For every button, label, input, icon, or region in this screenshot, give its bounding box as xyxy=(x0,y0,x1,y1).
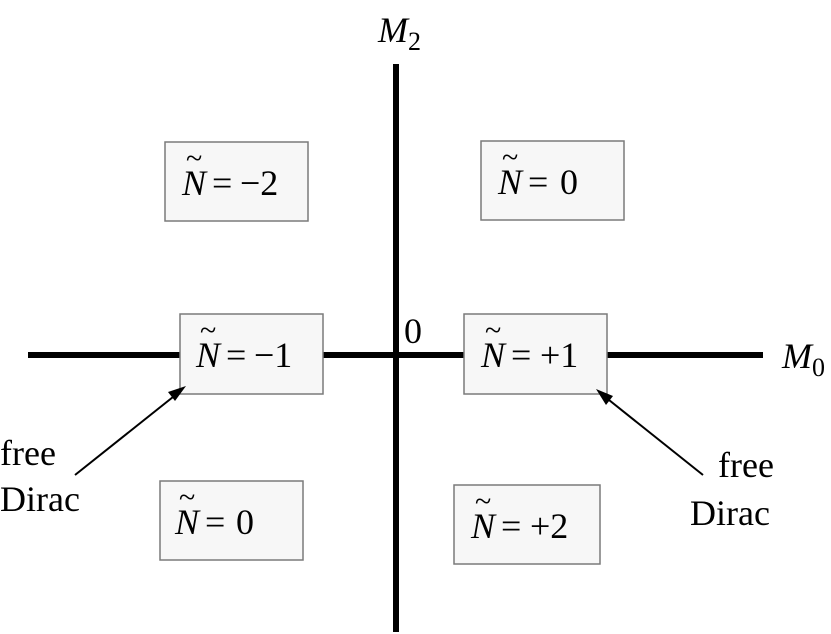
svg-text:N: N xyxy=(195,335,222,375)
svg-text:Dirac: Dirac xyxy=(690,493,770,533)
svg-text:=: = xyxy=(528,162,548,202)
arrow-left-free-dirac xyxy=(74,392,179,476)
region-label-upper-right: ~ N = 0 xyxy=(497,141,578,202)
region-box-upper-right xyxy=(480,140,625,221)
region-label-right-axis: ~ N = +1 xyxy=(480,314,578,375)
region-label-lower-left: ~ N = 0 xyxy=(174,481,254,542)
svg-text:N: N xyxy=(480,335,507,375)
region-box-lower-right xyxy=(453,484,601,565)
arrowhead-right-free-dirac xyxy=(596,389,613,405)
svg-text:=: = xyxy=(212,163,232,203)
svg-text:=: = xyxy=(205,502,225,542)
svg-text:=: = xyxy=(501,506,521,546)
svg-text:+1: +1 xyxy=(540,335,578,375)
svg-text:Dirac: Dirac xyxy=(0,479,80,519)
svg-text:~: ~ xyxy=(186,142,202,175)
svg-text:free: free xyxy=(718,445,774,485)
region-box-right-axis xyxy=(463,313,608,395)
svg-text:~: ~ xyxy=(179,481,195,514)
svg-text:0: 0 xyxy=(560,162,578,202)
svg-text:~: ~ xyxy=(502,141,518,174)
region-label-upper-left: ~ N = −2 xyxy=(181,142,278,203)
svg-text:N: N xyxy=(497,162,524,202)
svg-text:N: N xyxy=(181,163,208,203)
horizontal-axis-label: M0 xyxy=(781,336,825,382)
svg-text:−2: −2 xyxy=(240,163,278,203)
annotation-left-free-dirac: free Dirac xyxy=(0,433,80,519)
origin-label: 0 xyxy=(404,311,422,351)
svg-text:~: ~ xyxy=(475,485,491,518)
svg-text:N: N xyxy=(174,502,201,542)
arrowhead-left-free-dirac xyxy=(168,386,186,401)
svg-text:~: ~ xyxy=(485,314,501,347)
svg-text:+2: +2 xyxy=(530,506,568,546)
svg-text:N: N xyxy=(470,506,497,546)
svg-text:=: = xyxy=(226,335,246,375)
region-label-left-axis: ~ N = −1 xyxy=(195,314,292,375)
svg-text:=: = xyxy=(511,335,531,375)
vertical-axis-label: M2 xyxy=(377,10,421,56)
region-box-lower-left xyxy=(159,480,304,561)
arrow-right-free-dirac xyxy=(603,395,704,476)
region-label-lower-right: ~ N = +2 xyxy=(470,485,568,546)
svg-text:~: ~ xyxy=(200,314,216,347)
region-box-left-axis xyxy=(179,313,324,395)
annotation-right-free-dirac: free Dirac xyxy=(690,445,774,533)
svg-text:−1: −1 xyxy=(254,335,292,375)
svg-text:0: 0 xyxy=(236,502,254,542)
svg-text:free: free xyxy=(0,433,56,473)
region-box-upper-left xyxy=(164,141,309,222)
